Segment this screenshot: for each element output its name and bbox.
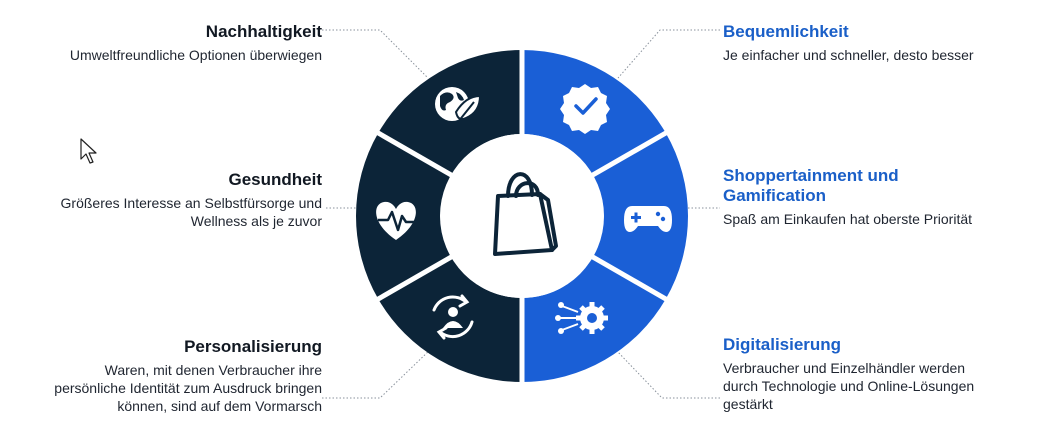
desc-personalisierung-1: Waren, mit denen Verbraucher ihre [104, 362, 322, 378]
desc-gesundheit-2: Wellness als je zuvor [190, 213, 322, 229]
connector-personalisierung [322, 347, 433, 399]
title-gesundheit: Gesundheit [228, 170, 322, 189]
heart-pulse-icon [376, 201, 416, 240]
title-nachhaltigkeit: Nachhaltigkeit [205, 22, 322, 41]
desc-personalisierung-3: können, sind auf dem Vormarsch [117, 398, 322, 414]
connector-digitalisierung [615, 349, 720, 399]
label-nachhaltigkeit: Nachhaltigkeit Umweltfreundliche Optione… [70, 22, 322, 64]
gear-network-icon [555, 302, 608, 334]
label-gesundheit: Gesundheit Größeres Interesse an Selbstf… [61, 170, 322, 230]
label-shoppertainment: Shoppertainment und Gamification Spaß am… [723, 166, 972, 228]
desc-gesundheit-1: Größeres Interesse an Selbstfürsorge und [60, 195, 322, 211]
desc-digitalisierung-3: gestärkt [723, 396, 773, 412]
title-shoppertainment-1: Shoppertainment und [723, 166, 899, 185]
center-circle [440, 134, 604, 298]
badge-check-icon [560, 84, 610, 134]
globe-leaf-icon [435, 87, 482, 123]
connector-lines [322, 29, 720, 399]
title-shoppertainment-2: Gamification [723, 186, 826, 205]
segment-personalisierung [378, 256, 522, 382]
label-digitalisierung: Digitalisierung Verbraucher und Einzelhä… [723, 335, 974, 413]
desc-digitalisierung-2: durch Technologie und Online-Lösungen [723, 378, 975, 394]
shopping-bag-icon [493, 172, 558, 256]
label-bequemlichkeit: Bequemlichkeit Je einfacher und schnelle… [723, 22, 974, 64]
desc-digitalisierung-1: Verbraucher und Einzelhändler werden [723, 360, 966, 376]
desc-bequemlichkeit-1: Je einfacher und schneller, desto besser [723, 47, 974, 63]
gamepad-icon [624, 206, 672, 232]
desc-shoppertainment-1: Spaß am Einkaufen hat oberste Priorität [723, 211, 973, 227]
mouse-cursor-icon [80, 138, 97, 164]
connector-nachhaltigkeit [322, 29, 429, 79]
connector-bequemlichkeit [617, 29, 720, 79]
label-personalisierung: Personalisierung Waren, mit denen Verbra… [54, 337, 322, 415]
title-bequemlichkeit: Bequemlichkeit [723, 22, 849, 41]
person-cycle-icon [432, 294, 474, 340]
desc-personalisierung-2: persönliche Identität zum Ausdruck bring… [54, 380, 322, 396]
title-digitalisierung: Digitalisierung [723, 335, 842, 354]
title-personalisierung: Personalisierung [184, 337, 322, 356]
desc-nachhaltigkeit-1: Umweltfreundliche Optionen überwiegen [69, 47, 322, 63]
